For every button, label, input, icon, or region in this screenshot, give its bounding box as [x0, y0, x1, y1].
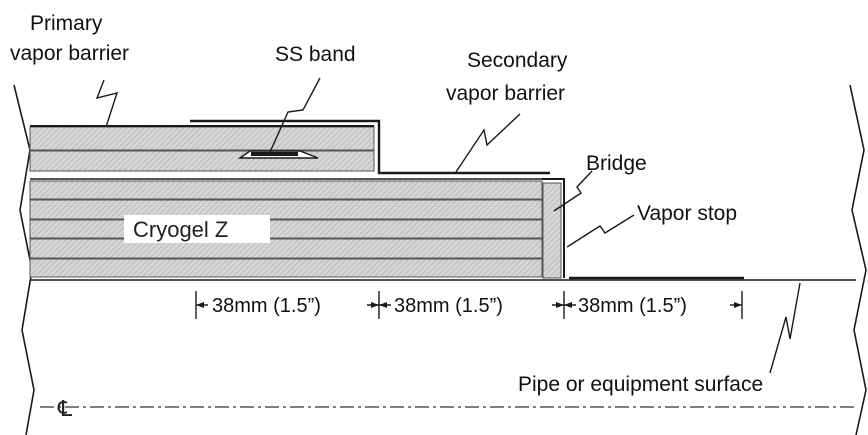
top-insulation-layer-2 — [29, 150, 375, 172]
secondary-leader — [455, 113, 521, 173]
insulation-label: Cryogel Z — [133, 217, 228, 242]
inner-insulation-layer-1 — [29, 180, 543, 200]
secondary-vapor-barrier-label-line1: Secondary — [467, 49, 568, 72]
vapor-stop-leader — [566, 214, 635, 248]
inner-insulation-layer-3 — [29, 219, 543, 239]
inner-insulation-layer-4 — [29, 238, 543, 259]
bridge-label: Bridge — [586, 152, 647, 175]
dimension-lines — [195, 291, 743, 319]
inner-insulation-layer-2 — [29, 199, 543, 220]
dimension-label-2: 38mm (1.5”) — [394, 295, 503, 317]
pipe-surface-label: Pipe or equipment surface — [518, 373, 763, 396]
bridge-leader — [553, 170, 593, 212]
vapor-stop-label: Vapor stop — [637, 202, 737, 225]
bridge-outline — [542, 178, 565, 278]
ss-band-label: SS band — [275, 43, 356, 66]
ss-band-strip — [251, 152, 298, 156]
secondary-vapor-barrier-label-line2: vapor barrier — [446, 82, 565, 105]
insulation-layers — [29, 126, 562, 279]
dimension-label-3: 38mm (1.5”) — [578, 295, 687, 317]
right-break-line — [849, 84, 867, 435]
bridge-block — [542, 182, 562, 279]
dimension-label-1: 38mm (1.5”) — [212, 295, 321, 317]
top-insulation-layer-1 — [29, 126, 375, 151]
primary-leader — [95, 79, 119, 128]
pipe-surface-leader — [769, 282, 801, 374]
centerline-symbol: ℄ — [57, 397, 73, 422]
primary-vapor-barrier-label-line1: Primary — [30, 12, 103, 35]
ss-band-leader — [269, 77, 321, 153]
primary-vapor-barrier-label-line2: vapor barrier — [10, 42, 129, 65]
insulation-label-bg — [124, 215, 270, 243]
inner-insulation-layer-5 — [29, 258, 543, 278]
